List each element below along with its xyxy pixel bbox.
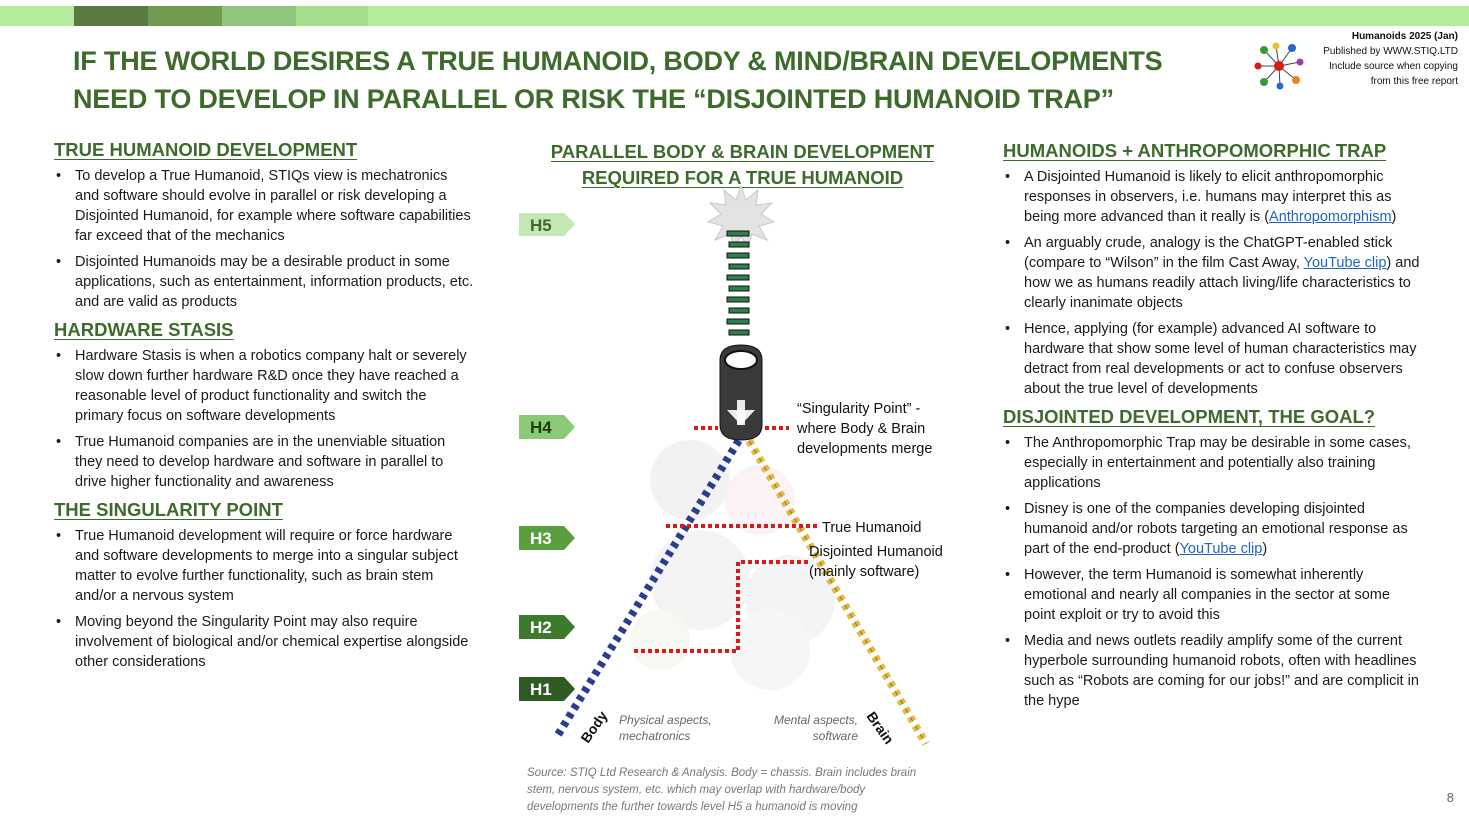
list-item: Disjointed Humanoids may be a desirable … [54, 252, 474, 312]
publisher-line-2: Published by WWW.STIQ.LTD [1323, 46, 1458, 57]
list-item: The Anthropomorphic Trap may be desirabl… [1003, 433, 1423, 493]
diagram-title-line-2: REQUIRED FOR A TRUE HUMANOID [581, 167, 904, 188]
singularity-starburst-icon [706, 184, 776, 250]
level-h1-label: H1 [530, 680, 552, 699]
disjointed-humanoid-note: Disjointed Humanoid (mainly software) [809, 542, 943, 582]
singularity-note-line-2: where Body & Brain [797, 421, 926, 437]
top-accent-bar [0, 6, 1469, 26]
true-humanoid-label: True Humanoid [822, 520, 922, 536]
top-bar-segment-1 [74, 6, 148, 26]
level-h4-marker: H4 [519, 415, 575, 439]
list-item: True Humanoid companies are in the unenv… [54, 432, 474, 492]
disjointed-line-2: (mainly software) [809, 564, 920, 580]
list-item: However, the term Humanoid is somewhat i… [1003, 565, 1423, 625]
disney-youtube-clip-link[interactable]: YouTube clip [1179, 541, 1263, 557]
level-h2-marker: H2 [519, 615, 575, 639]
list-item: An arguably crude, analogy is the ChatGP… [1003, 233, 1423, 313]
singularity-note: “Singularity Point” - where Body & Brain… [797, 399, 932, 459]
section-heading-hardware-stasis: HARDWARE STASIS [54, 319, 234, 340]
brain-aspects-note: Mental aspects, software [758, 712, 858, 744]
level-h2-label: H2 [530, 618, 552, 637]
singularity-note-line-1: “Singularity Point” - [797, 401, 921, 417]
diagram-title: PARALLEL BODY & BRAIN DEVELOPMENT REQUIR… [530, 139, 955, 191]
level-h5-label: H5 [530, 216, 552, 235]
publisher-line-1: Humanoids 2025 (Jan) [1351, 31, 1458, 42]
brain-label: Brain [864, 709, 898, 748]
top-bar-segment-4 [296, 6, 368, 26]
singularity-note-line-3: developments merge [797, 441, 933, 457]
page-number: 8 [1446, 790, 1454, 805]
list-item: A Disjointed Humanoid is likely to elici… [1003, 167, 1423, 227]
list-item: Disney is one of the companies developin… [1003, 499, 1423, 559]
singularity-capsule-icon [719, 344, 763, 441]
title-line-1: IF THE WORLD DESIRES A TRUE HUMANOID, BO… [73, 46, 1163, 76]
list-item: Hence, applying (for example) advanced A… [1003, 319, 1423, 399]
level-h1-marker: H1 [519, 677, 575, 701]
page-title: IF THE WORLD DESIRES A TRUE HUMANOID, BO… [73, 42, 1223, 118]
body-label: Body [577, 708, 610, 746]
section-heading-true-humanoid: TRUE HUMANOID DEVELOPMENT [54, 139, 358, 160]
stiq-logo-icon [1254, 42, 1304, 90]
disjointed-line-1: Disjointed Humanoid [809, 544, 943, 560]
publisher-info: Humanoids 2025 (Jan) Published by WWW.ST… [1258, 29, 1458, 89]
source-line-3: developments the further towards level H… [527, 801, 858, 813]
left-column: TRUE HUMANOID DEVELOPMENT To develop a T… [54, 138, 474, 678]
red-dotted-markers [632, 426, 817, 653]
publisher-line-4: from this free report [1370, 76, 1458, 87]
top-bar-segment-3 [222, 6, 296, 26]
list-item: Media and news outlets readily amplify s… [1003, 631, 1423, 711]
brain-development-line [740, 429, 930, 747]
right-column: HUMANOIDS + ANTHROPOMORPHIC TRAP A Disjo… [1003, 139, 1423, 717]
level-h3-label: H3 [530, 529, 552, 548]
list-item: To develop a True Humanoid, STIQs view i… [54, 166, 474, 246]
diagram-title-line-1: PARALLEL BODY & BRAIN DEVELOPMENT [550, 141, 935, 162]
level-h3-marker: H3 [519, 526, 575, 550]
level-h4-label: H4 [530, 418, 552, 437]
list-item: True Humanoid development will require o… [54, 526, 474, 606]
background-bubbles [630, 440, 835, 690]
publisher-line-3: Include source when copying [1329, 61, 1458, 72]
merged-spine [726, 230, 750, 336]
source-line-2: stem, nervous system, etc. which may ove… [527, 784, 866, 796]
section-heading-singularity-point: THE SINGULARITY POINT [54, 499, 283, 520]
youtube-clip-link[interactable]: YouTube clip [1303, 255, 1387, 271]
body-note-line-2: mechatronics [619, 729, 691, 743]
brain-note-line-1: Mental aspects, [773, 713, 858, 727]
anthropomorphism-link[interactable]: Anthropomorphism [1269, 209, 1392, 225]
body-note-line-1: Physical aspects, [619, 713, 712, 727]
level-h5-marker: H5 [519, 213, 575, 236]
top-bar-segment-2 [148, 6, 222, 26]
list-item: Moving beyond the Singularity Point may … [54, 612, 474, 672]
section-heading-disjointed-goal: DISJOINTED DEVELOPMENT, THE GOAL? [1003, 406, 1376, 427]
list-item: Hardware Stasis is when a robotics compa… [54, 346, 474, 426]
section-heading-anthropomorphic-trap: HUMANOIDS + ANTHROPOMORPHIC TRAP [1003, 140, 1387, 161]
source-line-1: Source: STIQ Ltd Research & Analysis. Bo… [527, 767, 917, 779]
title-line-2: NEED TO DEVELOP IN PARALLEL OR RISK THE … [73, 84, 1114, 114]
source-note: Source: STIQ Ltd Research & Analysis. Bo… [527, 765, 947, 816]
body-aspects-note: Physical aspects, mechatronics [619, 712, 712, 744]
brain-note-line-2: software [812, 729, 858, 743]
